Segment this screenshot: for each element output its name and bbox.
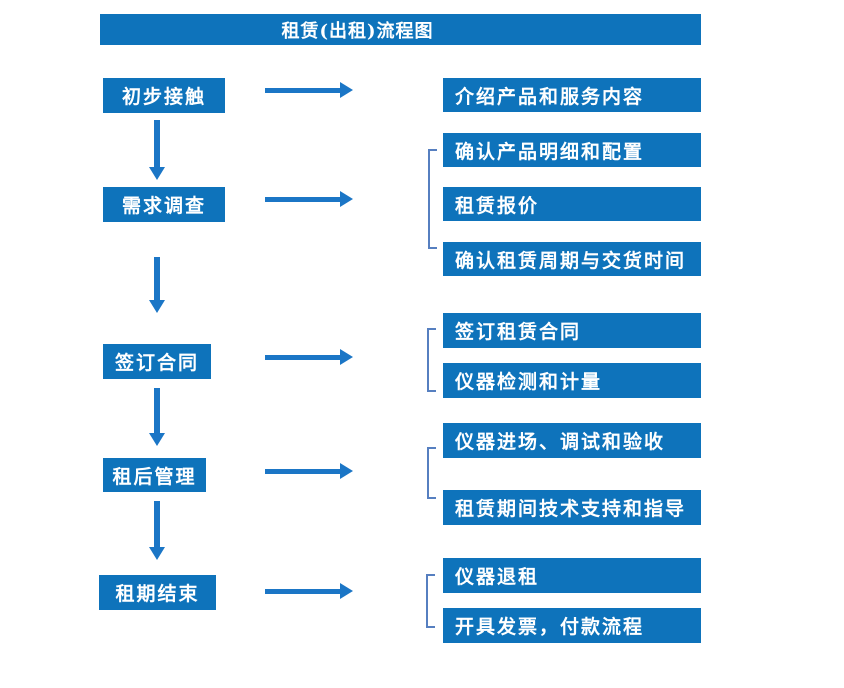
arrow-shaft: [154, 120, 160, 167]
down-arrow-icon: [149, 388, 165, 446]
arrow-shaft: [265, 469, 341, 474]
detail-box: 开具发票，付款流程: [443, 608, 701, 643]
step-label: 初步接触: [121, 86, 206, 108]
detail-label: 租赁报价: [455, 194, 540, 217]
arrow-shaft: [154, 388, 160, 433]
arrow-head: [340, 583, 353, 599]
arrow-shaft: [265, 589, 341, 594]
arrow-shaft: [154, 257, 160, 300]
detail-box: 仪器退租: [443, 558, 701, 593]
arrow-shaft: [265, 88, 341, 93]
right-arrow-icon: [265, 463, 353, 479]
title-bar: 租赁(出租)流程图: [100, 14, 701, 45]
detail-label: 仪器进场、调试和验收: [455, 431, 666, 453]
group-bracket: [426, 574, 435, 628]
step-label: 签订合同: [114, 352, 199, 374]
page-title: 租赁(出租)流程图: [281, 20, 434, 42]
detail-box: 介绍产品和服务内容: [443, 78, 701, 112]
detail-label: 确认租赁周期与交货时间: [455, 249, 687, 272]
arrow-head: [340, 463, 353, 479]
detail-label: 签订租赁合同: [455, 321, 582, 343]
step-box-initial-contact: 初步接触: [103, 78, 225, 113]
arrow-head: [149, 547, 165, 560]
detail-label: 仪器退租: [455, 566, 540, 588]
arrow-shaft: [265, 197, 341, 202]
detail-label: 仪器检测和计量: [455, 371, 603, 393]
step-box-sign-contract: 签订合同: [103, 344, 211, 379]
detail-box: 签订租赁合同: [443, 313, 701, 348]
detail-box: 仪器进场、调试和验收: [443, 423, 701, 458]
down-arrow-icon: [149, 501, 165, 560]
right-arrow-icon: [265, 191, 353, 207]
detail-box: 确认产品明细和配置: [443, 133, 701, 167]
detail-label: 介绍产品和服务内容: [455, 85, 645, 108]
detail-box: 确认租赁周期与交货时间: [443, 242, 701, 276]
step-box-post-rental-management: 租后管理: [103, 458, 206, 492]
down-arrow-icon: [149, 120, 165, 180]
group-bracket: [427, 328, 436, 392]
arrow-head: [340, 349, 353, 365]
arrow-head: [149, 167, 165, 180]
step-label: 租期结束: [115, 583, 200, 605]
step-label: 需求调查: [121, 195, 206, 217]
step-box-demand-survey: 需求调查: [103, 187, 225, 222]
step-box-lease-end: 租期结束: [99, 575, 216, 610]
arrow-shaft: [265, 355, 341, 360]
arrow-head: [149, 300, 165, 313]
group-bracket: [428, 149, 437, 249]
detail-box: 租赁期间技术支持和指导: [443, 490, 701, 525]
detail-box: 仪器检测和计量: [443, 363, 701, 398]
group-bracket: [427, 447, 436, 499]
arrow-head: [149, 433, 165, 446]
arrow-shaft: [154, 501, 160, 547]
detail-box: 租赁报价: [443, 187, 701, 221]
detail-label: 租赁期间技术支持和指导: [455, 498, 687, 520]
step-label: 租后管理: [112, 465, 197, 488]
right-arrow-icon: [265, 82, 353, 98]
right-arrow-icon: [265, 583, 353, 599]
detail-label: 开具发票，付款流程: [455, 616, 645, 638]
right-arrow-icon: [265, 349, 353, 365]
arrow-head: [340, 82, 353, 98]
down-arrow-icon: [149, 257, 165, 313]
detail-label: 确认产品明细和配置: [455, 140, 645, 163]
arrow-head: [340, 191, 353, 207]
